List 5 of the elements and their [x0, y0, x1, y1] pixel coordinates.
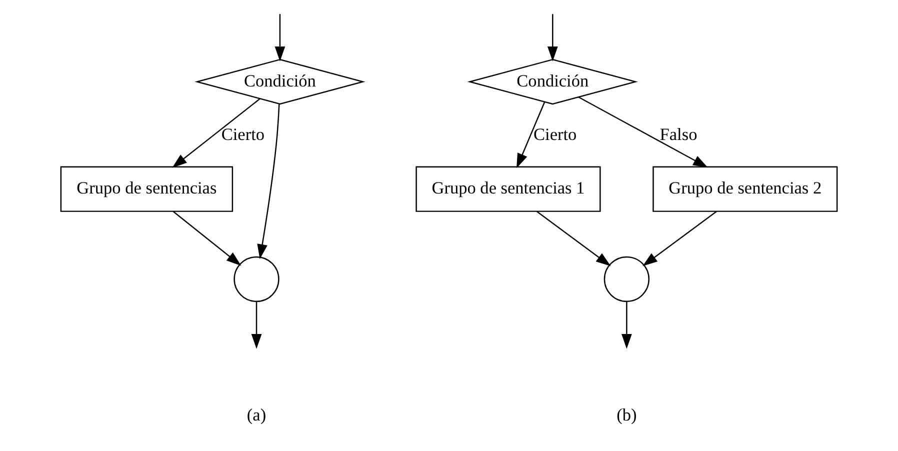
- edge-label: Falso: [660, 124, 698, 144]
- edge-label: Cierto: [221, 124, 265, 144]
- edge-label: Cierto: [534, 124, 577, 144]
- label: (a): [246, 405, 266, 424]
- label: (b): [616, 405, 637, 424]
